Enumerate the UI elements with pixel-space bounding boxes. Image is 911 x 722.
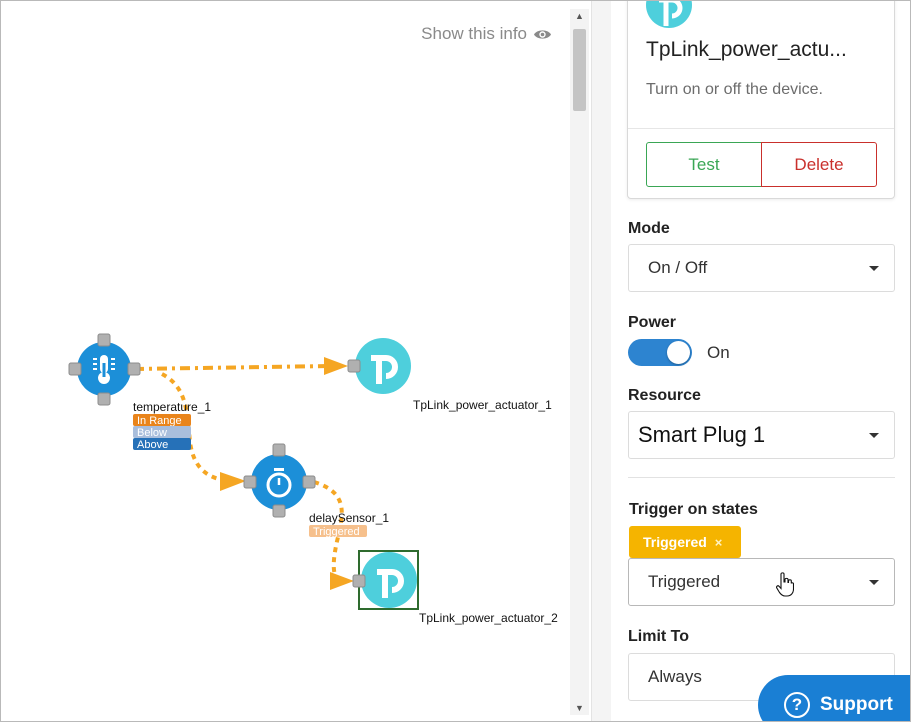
delete-button[interactable]: Delete	[761, 142, 877, 187]
support-button[interactable]: ? Support	[758, 675, 910, 721]
device-description: Turn on or off the device.	[646, 81, 823, 98]
state-badge-above: Above	[133, 438, 191, 451]
resource-select[interactable]: Smart Plug 1	[628, 411, 895, 459]
triggered-chip: Triggered ×	[629, 526, 741, 558]
test-button[interactable]: Test	[646, 142, 762, 187]
svg-text:Above: Above	[137, 439, 168, 451]
port-bottom	[272, 504, 286, 518]
trigger-value: Triggered	[648, 572, 721, 591]
properties-panel: TpLink_power_actu... Turn on or off the …	[611, 1, 910, 721]
canvas-scrollbar[interactable]: ▲ ▼	[570, 9, 589, 715]
section-divider	[628, 477, 895, 478]
edge-temperature-to-delay[interactable]	[161, 372, 246, 491]
port-right	[302, 475, 316, 489]
chip-remove-icon[interactable]: ×	[714, 534, 723, 550]
port-right	[127, 362, 141, 376]
port-top	[272, 443, 286, 457]
resource-label: Resource	[628, 387, 701, 404]
tplink-logo-icon	[646, 1, 692, 28]
flow-canvas[interactable]: Show this info	[2, 2, 570, 718]
state-badge-below: Below	[133, 426, 191, 439]
power-label: Power	[628, 314, 677, 331]
delay-sensor-label: delaySensor_1	[309, 511, 389, 525]
mode-select[interactable]: On / Off	[628, 244, 895, 292]
scroll-down-arrow-icon[interactable]: ▼	[575, 703, 584, 713]
stopwatch-icon	[266, 468, 292, 498]
resource-value: Smart Plug 1	[638, 422, 766, 447]
mode-label: Mode	[628, 220, 670, 237]
port-bottom	[97, 392, 111, 406]
thermometer-icon	[93, 355, 115, 384]
panel-divider	[591, 1, 611, 721]
power-toggle[interactable]	[628, 339, 692, 366]
trigger-select[interactable]: Triggered	[628, 558, 895, 606]
svg-text:In Range: In Range	[137, 415, 182, 427]
port-left	[352, 574, 366, 588]
tplink-logo-icon	[377, 569, 404, 598]
card-separator	[628, 128, 894, 129]
tplink-logo-icon	[371, 355, 398, 384]
help-icon: ?	[784, 692, 810, 718]
port-left	[243, 475, 257, 489]
show-info-toggle[interactable]: Show this info	[421, 24, 552, 44]
state-badge-triggered: Triggered	[309, 525, 367, 538]
actuator1-label: TpLink_power_actuator_1	[413, 398, 552, 412]
caret-down-icon	[869, 433, 879, 438]
actuator2-label: TpLink_power_actuator_2	[419, 611, 558, 625]
svg-text:Triggered: Triggered	[313, 526, 360, 538]
support-label: Support	[820, 694, 893, 715]
port-top	[97, 333, 111, 347]
device-card: TpLink_power_actu... Turn on or off the …	[627, 1, 895, 199]
temperature-node[interactable]	[68, 333, 141, 406]
scroll-thumb[interactable]	[573, 29, 586, 111]
caret-down-icon	[869, 580, 879, 585]
hand-cursor-icon	[776, 572, 794, 597]
device-title: TpLink_power_actu...	[646, 38, 847, 61]
caret-down-icon	[869, 266, 879, 271]
svg-text:Below: Below	[137, 427, 167, 439]
power-value: On	[707, 343, 730, 362]
chip-label: Triggered	[643, 534, 707, 550]
edge-delay-to-actuator2[interactable]	[313, 480, 354, 590]
trigger-label: Trigger on states	[629, 501, 758, 518]
flow-graph: temperature_1 In Range Below Above	[68, 333, 558, 625]
port-left	[68, 362, 82, 376]
limit-value: Always	[648, 667, 702, 686]
limit-label: Limit To	[628, 628, 690, 645]
mode-value: On / Off	[648, 258, 708, 277]
temperature-label: temperature_1	[133, 400, 211, 414]
show-info-label: Show this info	[421, 24, 527, 43]
delay-sensor-node[interactable]	[243, 443, 316, 518]
actuator1-node[interactable]	[347, 338, 411, 394]
scroll-up-arrow-icon[interactable]: ▲	[575, 11, 584, 21]
eye-icon	[534, 29, 551, 39]
actuator2-node[interactable]	[352, 550, 419, 610]
toggle-knob	[667, 341, 690, 364]
edge-temperature-to-actuator1[interactable]	[133, 357, 348, 375]
state-badge-in-range: In Range	[133, 414, 191, 427]
port-left	[347, 359, 361, 373]
